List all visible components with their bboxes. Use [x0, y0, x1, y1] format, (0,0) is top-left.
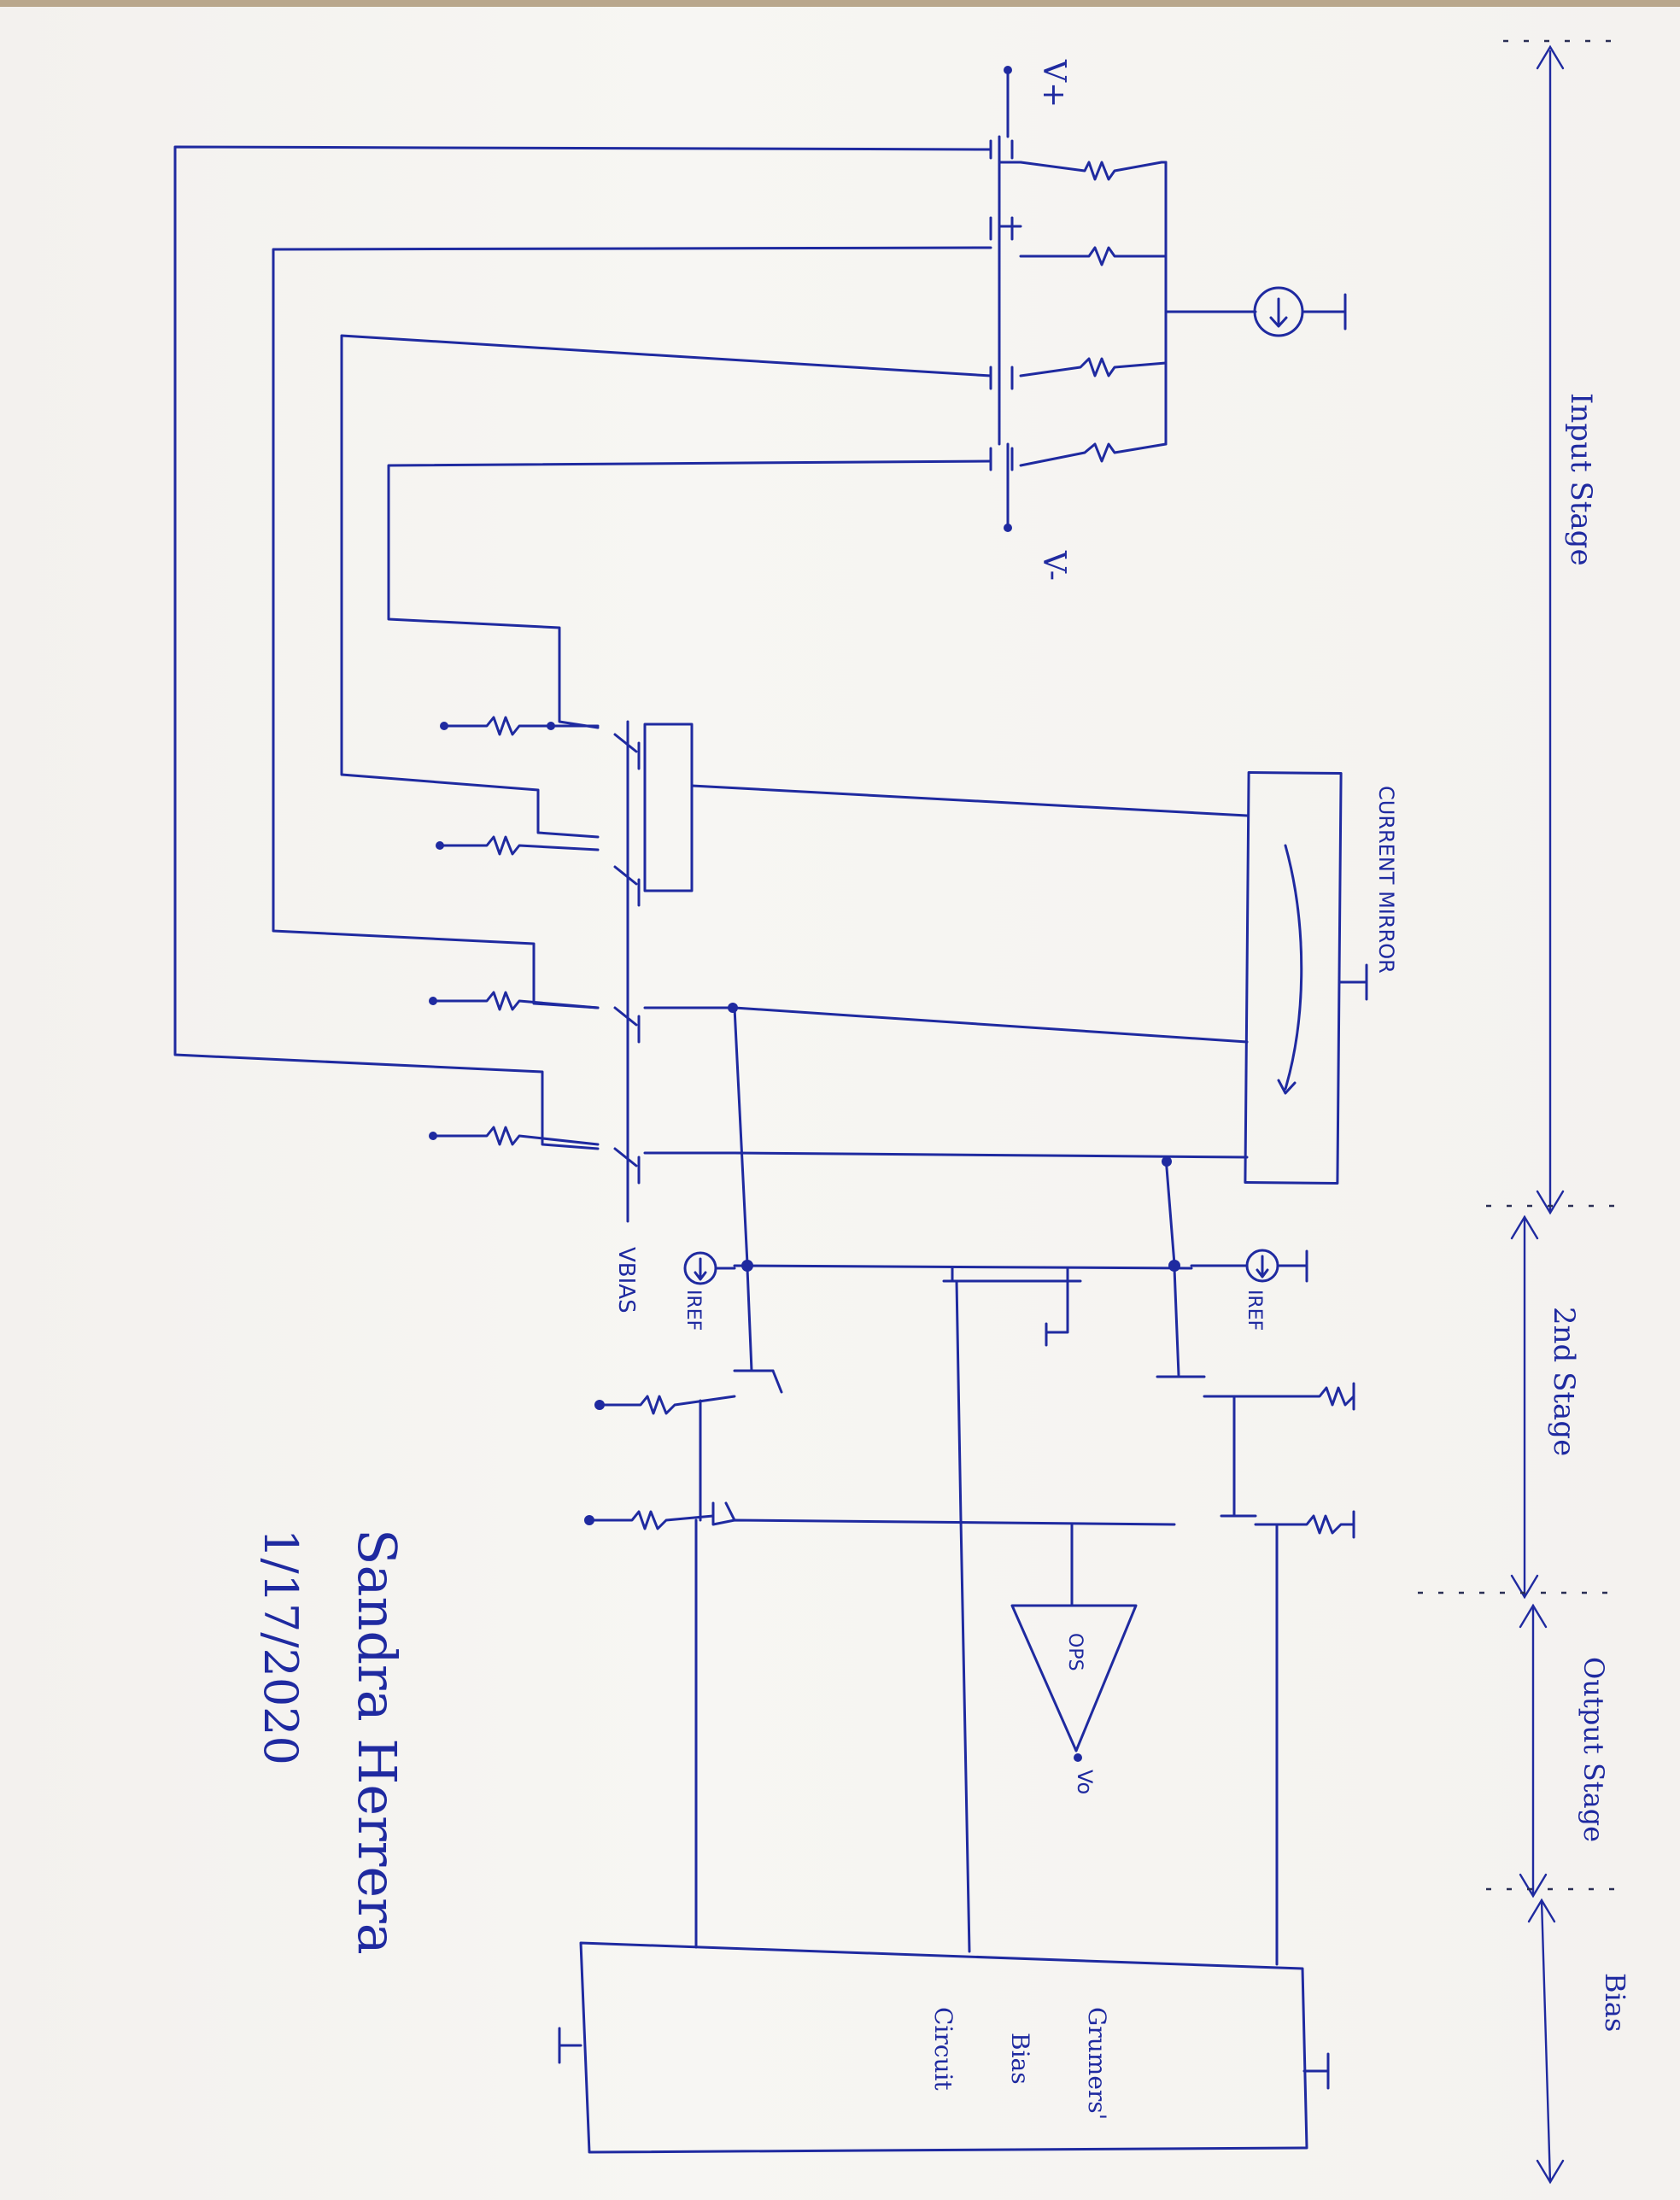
svg-text:Bias: Bias [1599, 1973, 1631, 2032]
svg-text:IREF: IREF [1244, 1290, 1265, 1331]
iref-label-left: IREF [682, 1290, 704, 1331]
current-mirror-label: CURRENT MIRROR [1374, 786, 1398, 974]
svg-text:V-: V- [1036, 550, 1071, 581]
ops-label: OPS [1064, 1633, 1086, 1671]
signature-name: Sandra Herrera [346, 1529, 408, 1955]
vplus-terminal [1004, 66, 1012, 138]
section-label-bias: Bias [1599, 1973, 1631, 2032]
cascode-bias-resistors [429, 716, 600, 1146]
svg-text:CURRENT MIRROR: CURRENT MIRROR [1374, 786, 1398, 974]
input-transistor-stack [989, 135, 1022, 471]
table-edge [0, 0, 1680, 7]
bias-circuit-label: Grumers' Bias Circuit [929, 2007, 1111, 2127]
svg-text:Vo: Vo [1073, 1770, 1097, 1794]
vbias-label: VBIAS [613, 1247, 639, 1314]
svg-text:Sandra Herrera: Sandra Herrera [346, 1529, 408, 1955]
svg-text:V+: V+ [1036, 59, 1071, 108]
svg-text:Grumers' Bias Circ: Grumers' Bias Circuit [929, 2007, 1111, 2127]
iref-label-right: IREF [1244, 1290, 1265, 1331]
svg-text:Input Stage: Input Stage [1564, 393, 1598, 566]
svg-text:IREF: IREF [682, 1290, 704, 1331]
tail-current-source [1253, 286, 1347, 337]
svg-text:Output Stage: Output Stage [1578, 1657, 1610, 1842]
section-label-second: 2nd Stage [1547, 1307, 1581, 1456]
output-stage-left [584, 1267, 1176, 1949]
feedback-wires [173, 145, 992, 1150]
section-dimension-lines [1418, 39, 1623, 2185]
vminus-terminal [1004, 442, 1012, 532]
signature-date: 1/17/2020 [254, 1529, 307, 1765]
input-emitter-resistors [1019, 161, 1257, 467]
svg-text:OPS: OPS [1064, 1633, 1086, 1671]
section-label-input: Input Stage [1564, 393, 1598, 566]
svg-text:VBIAS: VBIAS [613, 1247, 639, 1314]
output-stage-right [1156, 1267, 1355, 1966]
vo-label: Vo [1073, 1770, 1097, 1794]
cascode-stack [613, 720, 694, 1223]
vplus-label: V+ [1036, 59, 1071, 108]
svg-text:1/17/2020: 1/17/2020 [254, 1529, 307, 1765]
iref-source-left [683, 1251, 736, 1285]
mirror-connection-wires [643, 784, 1249, 1266]
iref-source-right [1190, 1249, 1308, 1283]
section-label-output: Output Stage [1578, 1657, 1610, 1842]
bias-circuit-block [558, 1518, 1330, 2154]
vminus-label: V- [1036, 550, 1071, 581]
ops-amplifier [1010, 1523, 1138, 1762]
svg-text:2nd Stage: 2nd Stage [1547, 1307, 1581, 1456]
current-mirror-block [1244, 771, 1368, 1185]
second-stage [733, 1260, 1193, 1522]
